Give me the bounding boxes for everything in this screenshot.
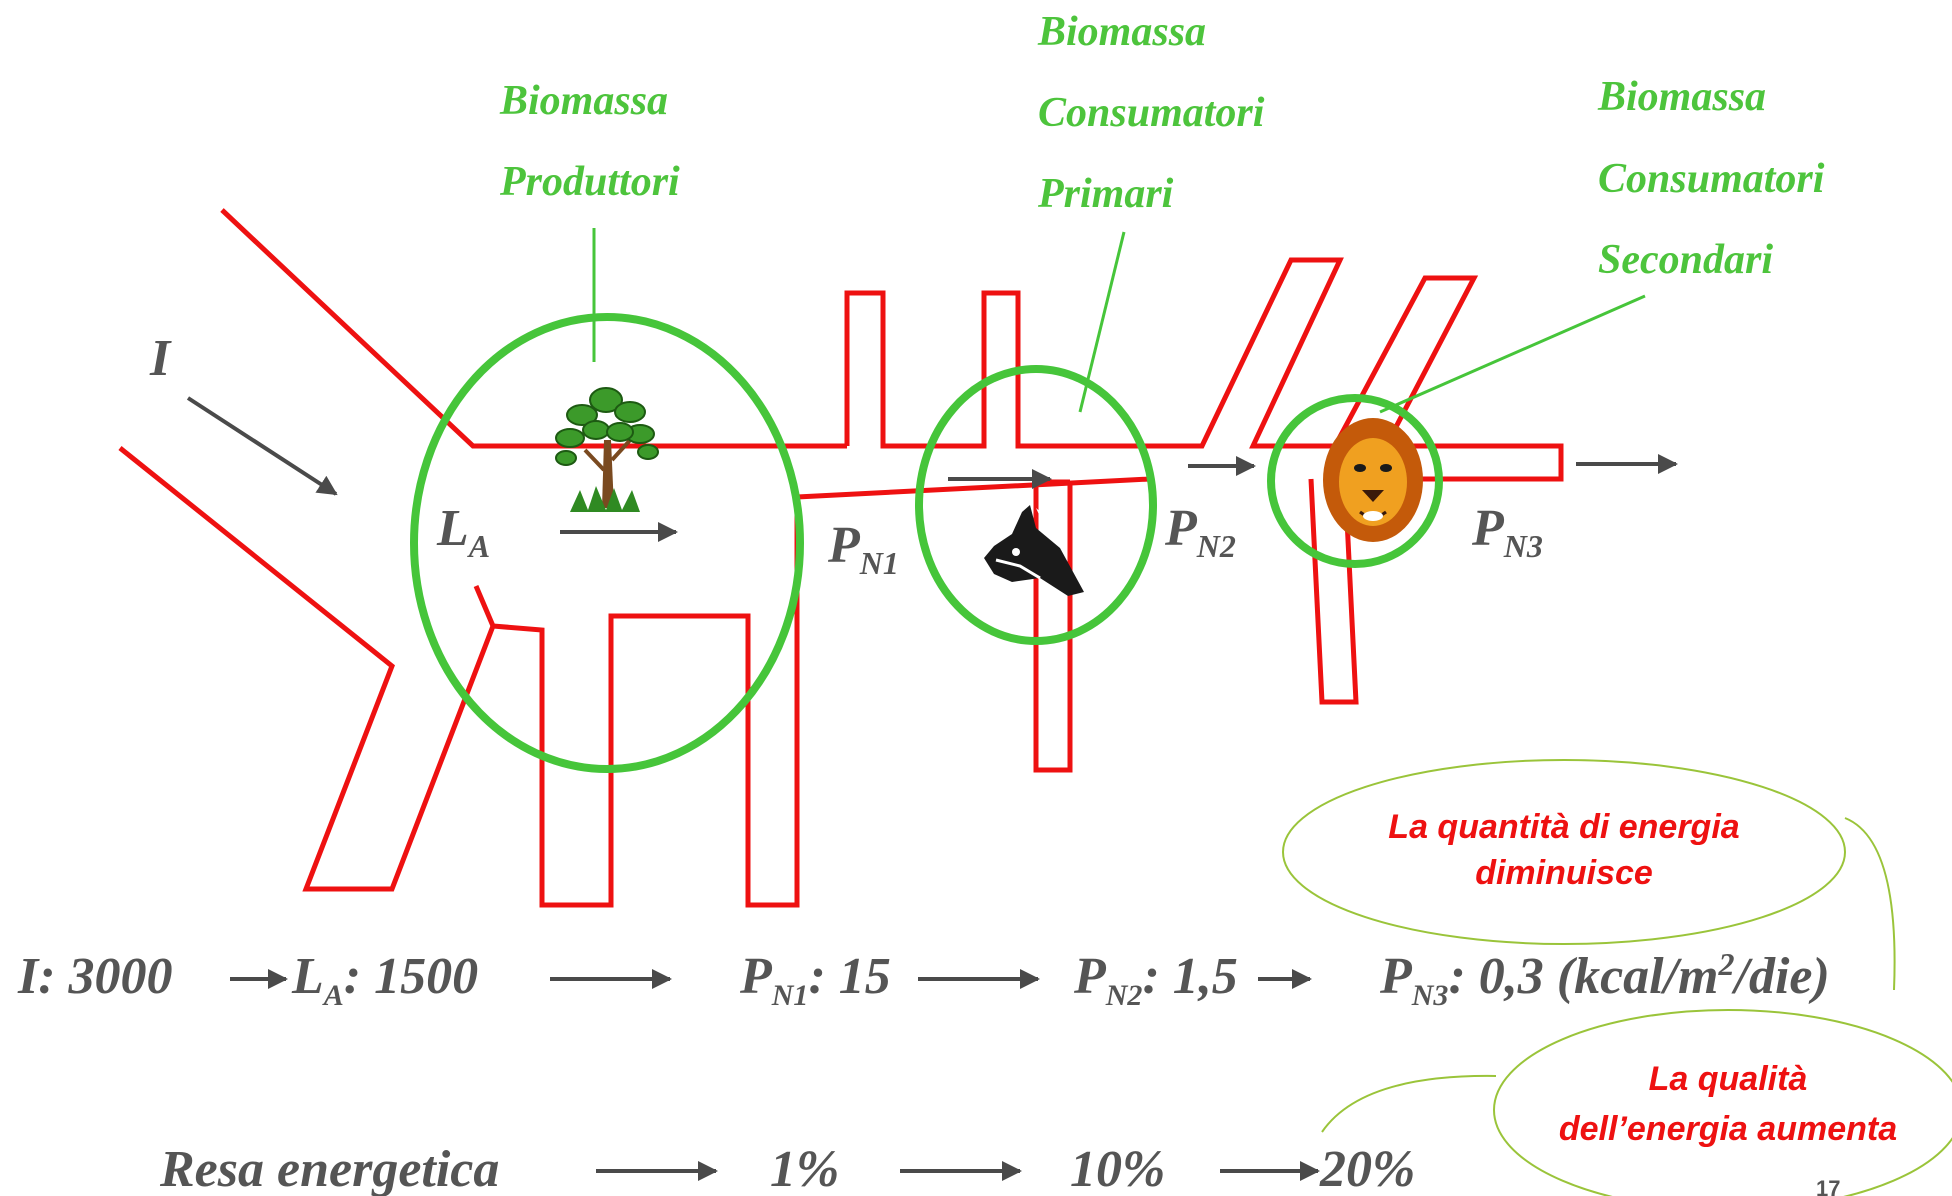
lion-icon [1323, 418, 1423, 542]
flow-pn3-value: PN3: 0,3 (kcal/m2/die) [1379, 946, 1830, 1012]
producer-body-bottom [796, 476, 1151, 500]
yield-row: Resa energetica 1% 10% 20% [159, 1141, 1415, 1196]
quality-bubble-line1: La qualità [1649, 1060, 1808, 1098]
secondary-leader [1379, 294, 1646, 414]
primary-label-line2: Consumatori [1038, 90, 1265, 136]
energy-values-row: I: 3000 LA: 1500 PN1: 15 PN2: 1,5 PN3: 0… [17, 946, 1830, 1012]
pn3-label: PN3 [1471, 500, 1543, 564]
primary-label-line1: Biomassa [1037, 9, 1206, 55]
secondary-leg [1308, 478, 1359, 705]
primary-label: Biomassa Consumatori Primari [1037, 9, 1265, 217]
la-label: LA [436, 500, 490, 564]
flow-pn1-value: PN1: 15 [739, 948, 891, 1012]
yield-value-1: 1% [770, 1141, 839, 1196]
primary-consumers-ring [915, 365, 1157, 645]
pn2-label: PN2 [1164, 500, 1236, 564]
flow-pn2-value: PN2: 1,5 [1073, 948, 1238, 1012]
primary-leg [1033, 479, 1073, 773]
input-label: I [149, 330, 172, 387]
secondary-consumers-ring [1267, 394, 1443, 568]
quantity-bubble: La quantità di energia diminuisce [1282, 759, 1896, 991]
input-pipe-upper [220, 208, 847, 449]
page-number: 17 [1816, 1176, 1840, 1196]
pn1-label: PN1 [827, 517, 899, 581]
producer-leg-left [473, 497, 800, 908]
input-arrow [186, 396, 338, 496]
primary-label-line3: Primari [1037, 171, 1174, 217]
yield-value-3: 20% [1319, 1141, 1415, 1196]
quantity-bubble-line1: La quantità di energia [1388, 808, 1739, 846]
producers-label-line2: Produttori [499, 159, 680, 205]
vent-1 [844, 257, 1564, 482]
secondary-label-line2: Consumatori [1598, 156, 1825, 202]
horse-icon [984, 505, 1084, 596]
secondary-label-line3: Secondari [1598, 237, 1773, 283]
yield-value-2: 10% [1070, 1141, 1165, 1196]
input-pipe-lower [118, 446, 496, 892]
primary-leader [1078, 231, 1126, 413]
quantity-bubble-line2: diminuisce [1475, 854, 1653, 892]
producers-label: Biomassa Produttori [499, 78, 680, 205]
quality-bubble-line2: dell’energia aumenta [1559, 1110, 1897, 1148]
flow-la-value: LA: 1500 [291, 948, 478, 1012]
producers-ring [410, 313, 804, 773]
tree-icon [555, 387, 659, 512]
secondary-label: Biomassa Consumatori Secondari [1597, 74, 1825, 283]
flow-i-value: I: 3000 [17, 948, 173, 1005]
secondary-label-line1: Biomassa [1597, 74, 1766, 120]
quality-bubble: La qualità dell’energia aumenta [1321, 1009, 1952, 1196]
yield-label: Resa energetica [159, 1141, 499, 1196]
producers-label-line1: Biomassa [499, 78, 668, 124]
